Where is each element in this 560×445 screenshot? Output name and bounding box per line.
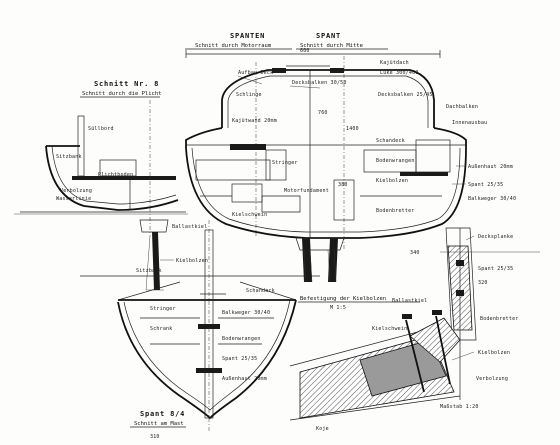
svg-text:Bodenbretter: Bodenbretter [376,208,415,214]
svg-text:Motorfundament: Motorfundament [284,188,329,194]
svg-text:Sitzbank: Sitzbank [136,268,162,274]
main-section-subtitle: Schnitt durch Motorraum [195,43,272,49]
cockpit-floor [72,176,176,180]
left-section-subtitle: Schnitt durch die Plicht [82,91,161,97]
engine-bed [231,183,263,203]
keel-bolt-left [302,238,312,282]
svg-text:Kajütwand 20mm: Kajütwand 20mm [232,118,277,124]
svg-text:Aufbau Deck: Aufbau Deck [238,70,273,76]
svg-text:Decksbalken 30/50: Decksbalken 30/50 [292,80,347,86]
svg-text:Schandeck: Schandeck [246,288,275,294]
keel-bolt-detail-2 [435,315,451,385]
svg-text:Schrank: Schrank [150,326,172,332]
hatch-coaming-left [272,68,286,73]
midship-subtitle: Schnitt durch Mitte [300,43,363,49]
shelf-left [230,144,266,150]
svg-text:Schandeck: Schandeck [376,138,405,144]
svg-text:Sitzbank: Sitzbank [56,154,82,160]
svg-text:310: 310 [150,434,160,440]
svg-text:Dachbalken: Dachbalken [446,104,478,110]
svg-text:Kielbolzen: Kielbolzen [376,178,408,184]
bottom-section-subtitle: Schnitt am Mast [134,421,184,427]
floor-right [400,172,448,176]
svg-text:760: 760 [318,110,328,116]
scale-note: Maßstab 1:20 [440,404,479,410]
bottom-section: Sitzbank Stringer Balkweger 30/40 Bodenw… [80,220,320,440]
svg-text:Kielschwein: Kielschwein [232,212,267,218]
main-section: SPANTEN Schnitt durch Motorraum SPANT Sc… [185,32,516,283]
keel-bolt-detail-1 [405,319,425,393]
svg-text:Plichtboden: Plichtboden [98,172,133,178]
ballast-casting [359,339,447,397]
keel-detail-scale: M 1:5 [330,305,346,311]
svg-text:Innenausbau: Innenausbau [452,120,487,126]
berth-left [195,159,271,181]
svg-text:Decksbalken 25/45: Decksbalken 25/45 [378,92,433,98]
svg-text:Decksplanke: Decksplanke [478,234,513,240]
svg-text:Ballastkiel: Ballastkiel [172,224,207,230]
main-section-title: SPANTEN [230,32,265,40]
svg-text:Spant 25/35: Spant 25/35 [478,266,513,272]
svg-text:Bodenbretter: Bodenbretter [480,316,519,322]
svg-text:Balkweger 30/40: Balkweger 30/40 [468,196,516,202]
keel-detail-title: Befestigung der Kielbolzen [300,296,386,302]
deck-sheer [185,127,467,148]
svg-text:Kielbolzen: Kielbolzen [478,350,510,356]
svg-text:Luke 300/400: Luke 300/400 [380,70,419,76]
svg-text:1400: 1400 [346,126,359,132]
svg-text:Ballastkiel: Ballastkiel [392,298,427,304]
svg-text:Schlinge: Schlinge [236,92,262,98]
svg-text:Wasserlinie: Wasserlinie [56,196,91,202]
svg-text:Koje: Koje [316,426,329,432]
svg-text:Stringer: Stringer [150,306,176,312]
svg-text:Bodenwrangen: Bodenwrangen [222,336,261,342]
svg-text:Bodenwrangen: Bodenwrangen [376,158,415,164]
main-callouts: Aufbau Deck Decksbalken 30/50 Schlinge K… [232,60,516,218]
keel-detail: Befestigung der Kielbolzen M 1:5 Deckspl… [289,227,519,432]
svg-text:340: 340 [410,250,420,256]
svg-text:Außenhaut 20mm: Außenhaut 20mm [222,376,267,382]
keel-root [295,237,345,251]
svg-text:Kajütdach: Kajütdach [380,60,409,66]
left-keel-fin [152,232,160,290]
svg-text:380: 380 [338,182,348,188]
detail-frame [445,227,477,341]
svg-text:Spant 25/35: Spant 25/35 [468,182,503,188]
svg-text:Stringer: Stringer [272,160,298,166]
mast-step-beam [198,324,220,329]
dim-top: 600 [300,48,310,54]
bottom-section-title: Spant 8/4 [140,410,185,418]
svg-text:Verbolzung: Verbolzung [60,188,92,194]
svg-text:Balkweger 30/40: Balkweger 30/40 [222,310,270,316]
midship-title: SPANT [316,32,341,40]
left-section: Schnitt Nr. 8 Schnitt durch die Plicht S… [20,80,208,291]
svg-text:Verbolzung: Verbolzung [476,376,508,382]
svg-text:320: 320 [478,280,488,286]
svg-text:Süllbord: Süllbord [88,126,114,132]
hatch-coaming-right [330,68,344,73]
svg-text:Kielbolzen: Kielbolzen [176,258,208,264]
svg-text:Außenhaut 20mm: Außenhaut 20mm [468,164,513,170]
left-hull-outline [45,145,179,211]
left-section-title: Schnitt Nr. 8 [94,80,159,88]
svg-text:Spant 25/35: Spant 25/35 [222,356,257,362]
svg-text:Kielschwein: Kielschwein [372,326,407,332]
